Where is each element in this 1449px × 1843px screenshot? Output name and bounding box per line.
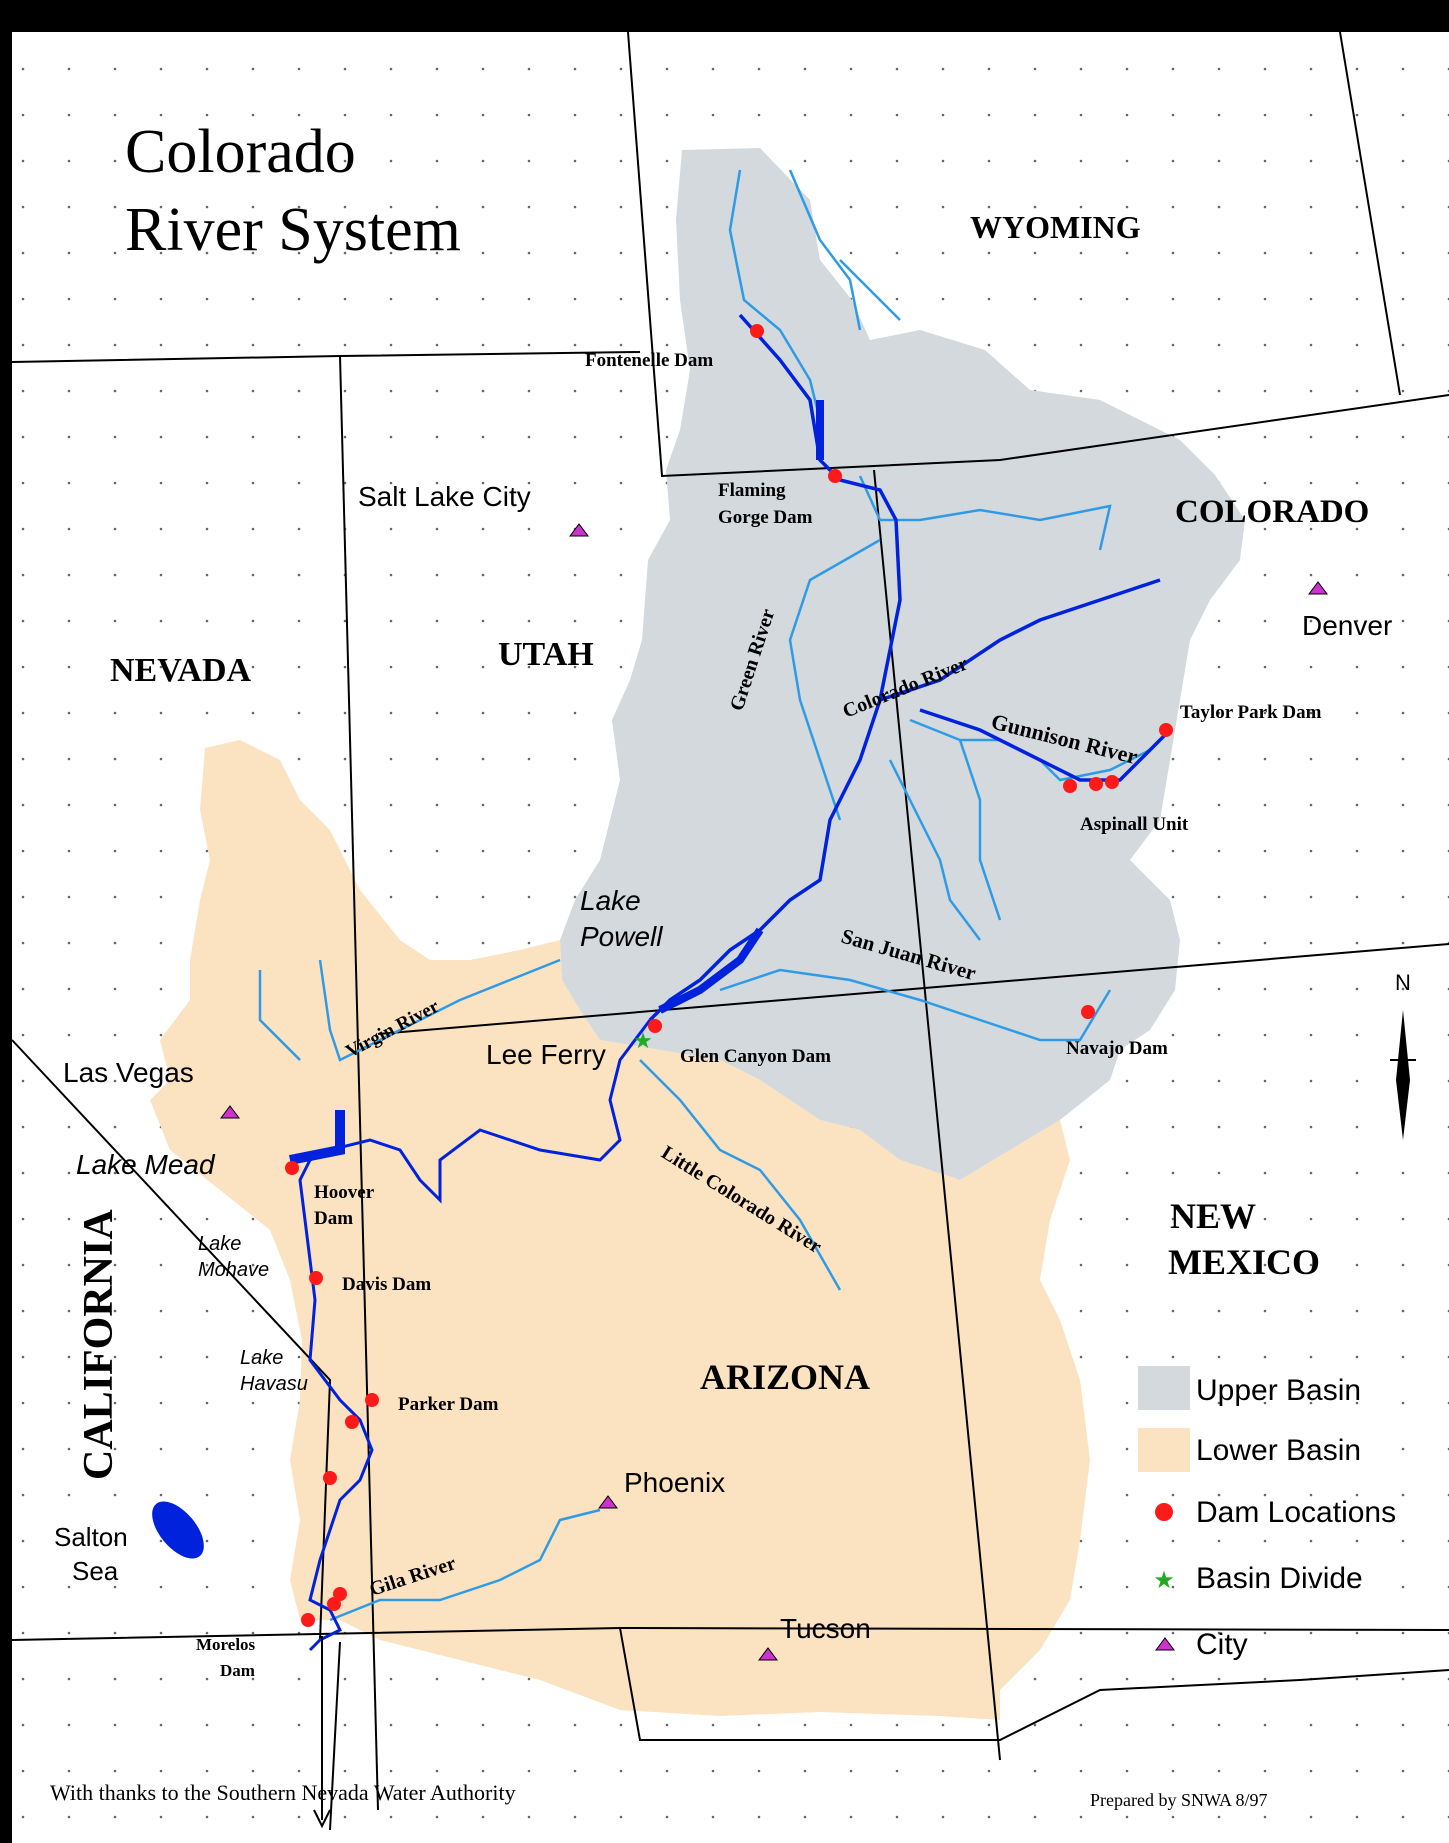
down-arrow-icon <box>313 1636 331 1829</box>
tributary-rivers <box>258 169 1171 1622</box>
salton-sea-water <box>152 1501 204 1559</box>
map-legend: Upper Basin Lower Basin Dam Locations ★ … <box>1138 1366 1396 1661</box>
dam-label-navajo: Navajo Dam <box>1066 1038 1168 1059</box>
lake-label-powell-line-2: Powell <box>580 921 663 952</box>
legend-label-city: City <box>1196 1628 1248 1661</box>
city-markers <box>220 523 1328 1661</box>
credit-thanks: With thanks to the Southern Nevada Water… <box>50 1780 516 1805</box>
lower-basin-area <box>150 740 1090 1720</box>
city-label-phoenix: Phoenix <box>624 1467 725 1498</box>
city-label-tucson: Tucson <box>780 1613 871 1644</box>
city-marker-salt-lake-city <box>569 523 589 537</box>
dam-label-taylor-park: Taylor Park Dam <box>1180 702 1322 723</box>
dam-marker-parker <box>365 1393 379 1407</box>
lake-label-salton-line-2: Sea <box>72 1556 119 1586</box>
city-marker-phoenix <box>598 1495 618 1509</box>
state-label-utah: UTAH <box>498 636 594 673</box>
legend-city-triangle-icon <box>1155 1637 1175 1651</box>
state-label-california: CALIFORNIA <box>76 1209 122 1480</box>
lake-label-mohave-line-2: Mohave <box>198 1259 269 1281</box>
dam-markers <box>285 324 1173 1627</box>
legend-swatch-upper-basin <box>1138 1366 1190 1410</box>
dam-marker-taylor-park <box>1159 723 1173 737</box>
lake-label-havasu-line-1: Lake <box>240 1347 283 1369</box>
credit-prepared: Prepared by SNWA 8/97 <box>1090 1790 1267 1810</box>
dam-label-davis: Davis Dam <box>342 1274 431 1295</box>
city-marker-denver <box>1308 581 1328 595</box>
lake-label-powell-line-1: Lake <box>580 885 641 916</box>
dam-marker-aspinall-1 <box>1063 779 1077 793</box>
city-label-denver: Denver <box>1302 610 1392 641</box>
dam-marker-headgate <box>345 1415 359 1429</box>
upper-basin-area <box>560 148 1245 1180</box>
dam-marker-hoover <box>285 1161 299 1175</box>
dam-label-hoover-line-2: Dam <box>314 1208 353 1229</box>
lake-label-salton-line-1: Salton <box>54 1522 128 1552</box>
dam-marker-fontenelle <box>750 324 764 338</box>
dam-label-aspinall: Aspinall Unit <box>1080 814 1189 835</box>
legend-swatch-lower-basin <box>1138 1428 1190 1472</box>
compass-n-label: N <box>1395 970 1411 995</box>
dam-label-morelos-line-2: Dam <box>220 1661 255 1680</box>
lake-label-mead: Lake Mead <box>76 1149 216 1180</box>
dam-marker-morelos <box>301 1613 315 1627</box>
dam-marker-aspinall-3 <box>1105 775 1119 789</box>
city-label-lee-ferry: Lee Ferry <box>486 1039 606 1070</box>
basin-divide-star-icon: ★ <box>633 1028 653 1053</box>
main-colorado-river <box>289 313 1172 1652</box>
dam-marker-davis <box>309 1271 323 1285</box>
dam-label-morelos-line-1: Morelos <box>196 1635 256 1654</box>
state-label-nevada: NEVADA <box>110 652 252 689</box>
lake-label-mohave-line-1: Lake <box>198 1233 241 1255</box>
dam-marker-aspinall-2 <box>1089 777 1103 791</box>
dam-marker-flaming-gorge <box>828 469 842 483</box>
dam-label-hoover-line-1: Hoover <box>314 1182 375 1203</box>
legend-basin-divide-star-icon: ★ <box>1153 1567 1175 1594</box>
dam-marker-navajo <box>1081 1005 1095 1019</box>
legend-dam-dot-icon <box>1155 1503 1173 1521</box>
map-title-line-2: River System <box>125 196 461 264</box>
dam-marker-imperial-2 <box>327 1597 341 1611</box>
legend-label-lower-basin: Lower Basin <box>1196 1434 1361 1467</box>
state-label-new-mexico-line-1: NEW <box>1170 1196 1256 1236</box>
legend-label-basin-divide: Basin Divide <box>1196 1562 1363 1595</box>
state-label-arizona: ARIZONA <box>700 1357 870 1397</box>
north-arrow-icon: N <box>1390 970 1416 1140</box>
legend-label-upper-basin: Upper Basin <box>1196 1374 1361 1407</box>
dam-label-fontenelle: Fontenelle Dam <box>585 350 713 371</box>
dam-label-flaming-gorge-line-1: Flaming <box>718 480 786 501</box>
dam-label-glen-canyon: Glen Canyon Dam <box>680 1046 831 1067</box>
city-label-las-vegas: Las Vegas <box>63 1057 194 1088</box>
city-marker-las-vegas <box>220 1105 240 1119</box>
legend-label-dam-locations: Dam Locations <box>1196 1496 1396 1529</box>
state-label-colorado: COLORADO <box>1175 494 1369 530</box>
state-borders <box>11 31 1449 1831</box>
state-label-new-mexico-line-2: MEXICO <box>1168 1242 1320 1282</box>
map-title-line-1: Colorado <box>125 118 356 186</box>
city-marker-tucson <box>758 1647 778 1661</box>
state-label-wyoming: WYOMING <box>970 209 1141 245</box>
dam-label-parker: Parker Dam <box>398 1394 499 1415</box>
dam-marker-palo-verde <box>323 1471 337 1485</box>
city-label-salt-lake-city: Salt Lake City <box>358 481 531 512</box>
dam-label-flaming-gorge-line-2: Gorge Dam <box>718 507 813 528</box>
dam-marker-glen-canyon <box>648 1019 662 1033</box>
lake-label-havasu-line-2: Havasu <box>240 1373 308 1395</box>
